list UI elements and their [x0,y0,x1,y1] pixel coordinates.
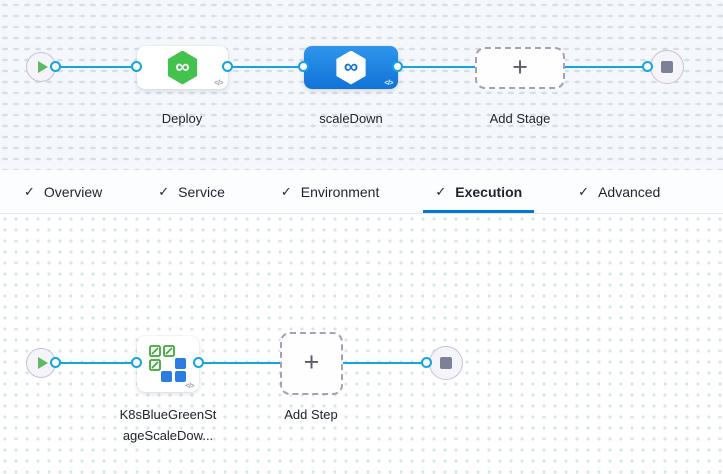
check-icon: ✓ [435,184,447,199]
tab-environment[interactable]: ✓ Environment [269,170,392,213]
stop-icon [440,357,452,369]
stage-config-tabbar: ✓ Overview ✓ Service ✓ Environment ✓ Exe… [0,170,723,214]
play-icon [37,61,48,73]
step-name-line2: ageScaleDow... [122,428,214,443]
add-stage-label: Add Stage [489,111,551,126]
connector-dot[interactable] [193,357,204,368]
scaledown-stage-card[interactable]: ∞ </> [304,46,398,89]
connector-dot[interactable] [131,61,142,72]
k8s-step-card[interactable]: </> [137,336,199,392]
check-icon: ✓ [280,184,292,199]
plus-icon: + [303,347,320,377]
add-stage-button[interactable]: + [475,47,565,89]
infinity-icon: ∞ [343,55,359,78]
connector-dot[interactable] [50,357,61,368]
execution-graph-canvas[interactable]: </> + K8sBlueGreenSt ageScaleDow... Add … [0,214,723,474]
code-icon: </> [384,80,393,87]
connector-dot[interactable] [421,357,432,368]
connector-dot[interactable] [222,61,233,72]
plus-icon: + [512,51,528,82]
infinity-icon: ∞ [175,55,190,78]
stage-pipeline-start-node[interactable] [26,52,56,82]
add-step-label: Add Step [284,407,338,422]
stage-graph-canvas[interactable]: ∞ </> ∞ </> + Deploy scaleDown Add Stage [0,0,723,170]
check-icon: ✓ [158,184,170,199]
stage-name-label: Deploy [161,111,203,126]
step-name-label: K8sBlueGreenSt ageScaleDow... [108,404,228,446]
step-connection-line [54,362,434,364]
tab-label: Execution [455,183,523,200]
stage-pipeline-end-node[interactable] [650,50,684,84]
tab-label: Service [178,183,225,200]
add-step-button[interactable]: + [280,332,343,395]
tab-service[interactable]: ✓ Service [146,170,237,213]
deploy-stage-card[interactable]: ∞ </> [137,46,228,89]
cd-hexagon-icon: ∞ [167,50,198,85]
stage-name-label: scaleDown [319,111,383,126]
check-icon: ✓ [24,184,35,199]
code-icon: </> [185,383,194,390]
connector-dot[interactable] [131,357,142,368]
play-icon [37,357,48,369]
connector-dot[interactable] [392,61,403,72]
connector-dot[interactable] [50,61,61,72]
check-icon: ✓ [578,184,590,199]
connector-dot[interactable] [298,61,309,72]
tab-label: Advanced [598,183,661,200]
tab-advanced[interactable]: ✓ Advanced [566,170,672,213]
tab-overview[interactable]: ✓ Overview [12,170,114,213]
tab-execution[interactable]: ✓ Execution [423,170,535,213]
step-pipeline-end-node[interactable] [429,346,463,380]
stop-icon [661,61,673,73]
tab-label: Environment [300,183,380,200]
connector-dot[interactable] [642,61,653,72]
cd-hexagon-icon: ∞ [336,50,366,85]
step-name-line1: K8sBlueGreenSt [119,407,217,422]
k8s-bluegreen-scaledown-icon [149,345,186,382]
tab-label: Overview [43,183,103,200]
code-icon: </> [214,80,223,87]
